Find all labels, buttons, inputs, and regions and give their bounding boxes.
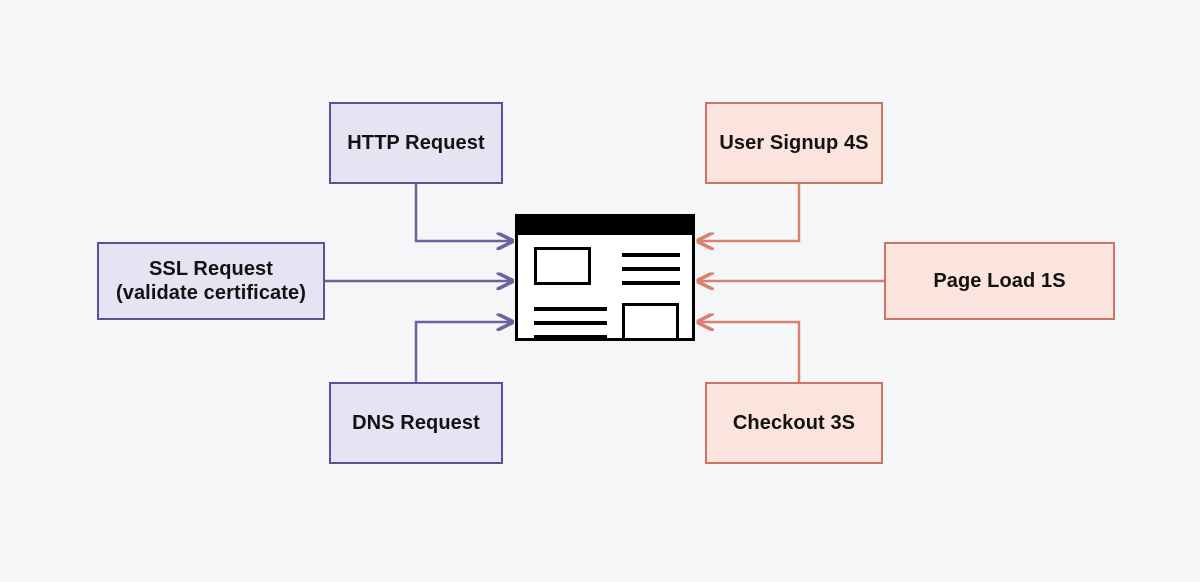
web-page-icon — [515, 214, 695, 341]
edge-dns-to-page — [414, 322, 512, 382]
edge-http-to-page — [414, 184, 512, 241]
node-http-request[interactable]: HTTP Request — [329, 102, 503, 184]
content-text-line — [622, 253, 680, 257]
node-user-signup[interactable]: User Signup 4S — [705, 102, 883, 184]
node-checkout-label: Checkout 3S — [732, 411, 856, 434]
content-text-line — [622, 281, 680, 285]
content-text-line — [534, 335, 607, 339]
node-ssl-request-label: SSL Request (validate certificate) — [115, 257, 307, 304]
node-user-signup-label: User Signup 4S — [719, 131, 869, 154]
node-dns-request[interactable]: DNS Request — [329, 382, 503, 464]
content-image-block-top — [534, 247, 591, 285]
browser-content-area — [518, 235, 692, 341]
content-text-line — [534, 321, 607, 325]
content-text-line — [534, 307, 607, 311]
edge-signup-to-page — [698, 184, 801, 241]
node-ssl-request[interactable]: SSL Request (validate certificate) — [97, 242, 325, 320]
browser-titlebar — [518, 217, 692, 235]
node-dns-request-label: DNS Request — [352, 411, 480, 434]
node-page-load-label: Page Load 1S — [933, 269, 1066, 292]
content-image-block-bottom — [622, 303, 679, 341]
content-text-line — [622, 267, 680, 271]
node-http-request-label: HTTP Request — [347, 131, 485, 154]
node-checkout[interactable]: Checkout 3S — [705, 382, 883, 464]
node-page-load[interactable]: Page Load 1S — [884, 242, 1115, 320]
edge-checkout-to-page — [698, 322, 801, 382]
